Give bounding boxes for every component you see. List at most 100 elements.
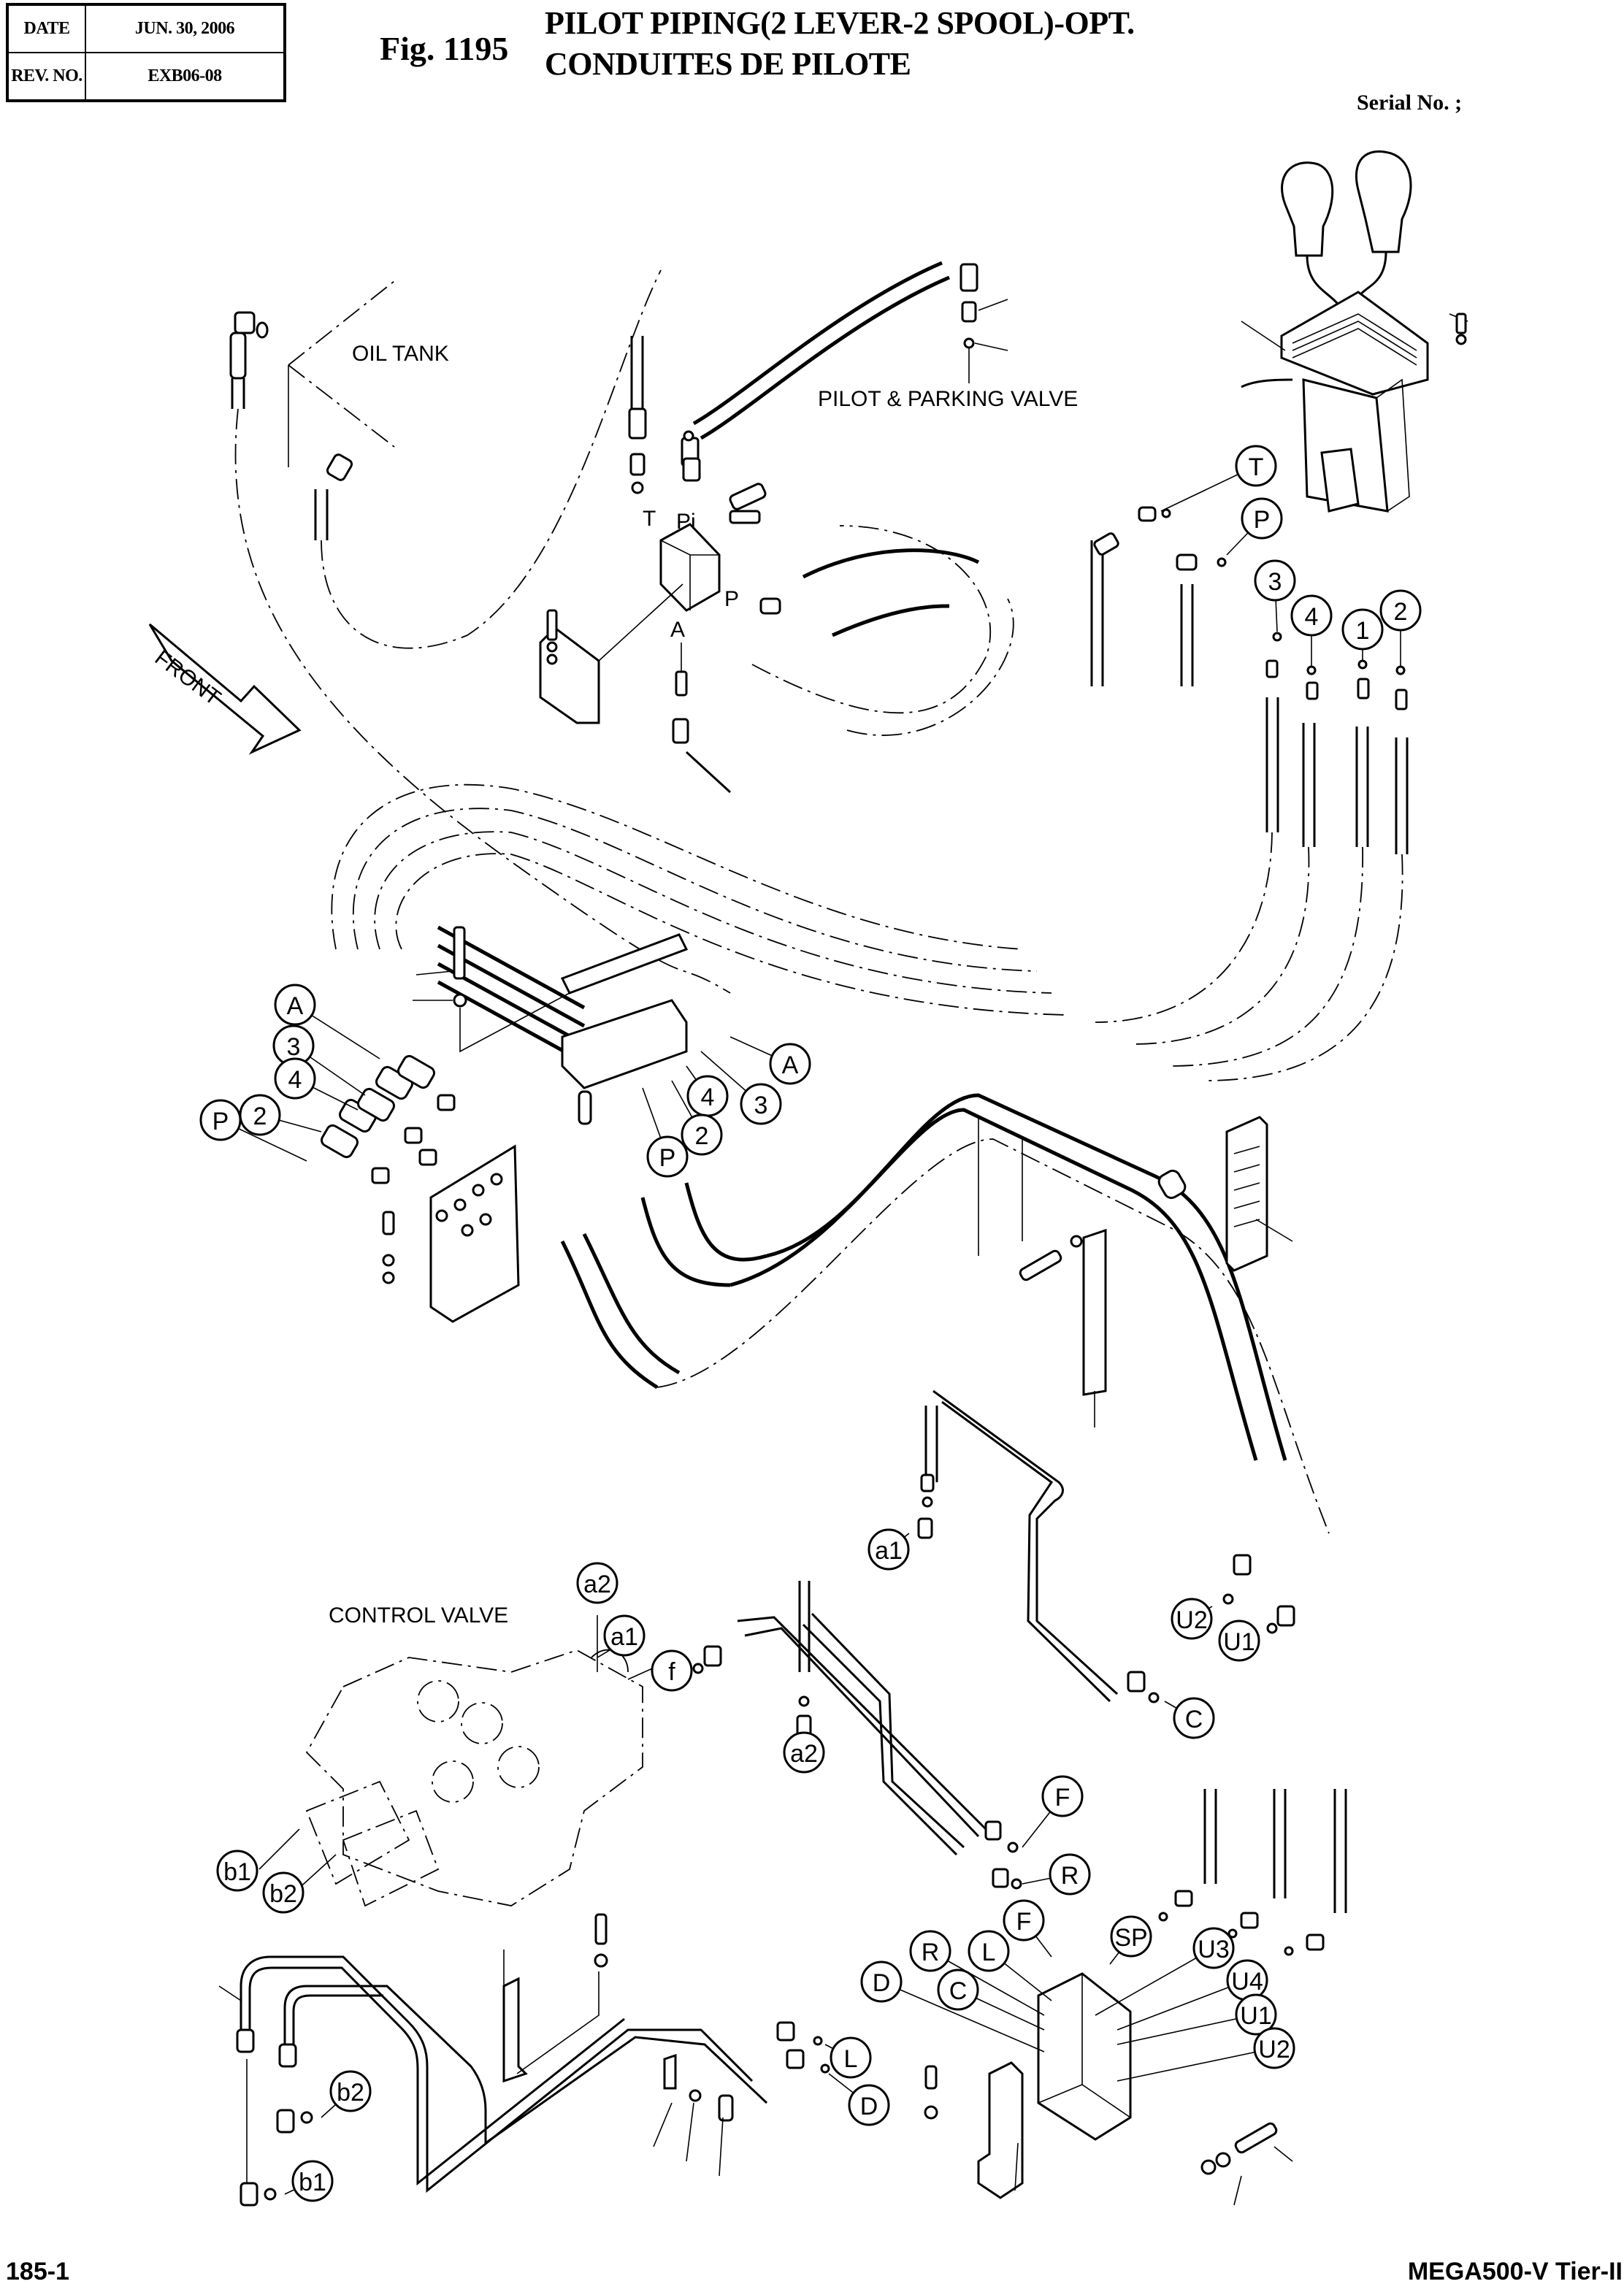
callout-circle xyxy=(291,2160,334,2202)
callout-circle xyxy=(740,1083,782,1125)
callout-b1-cv: b1 xyxy=(216,1850,258,1892)
callout-circle xyxy=(1192,1927,1235,1969)
front-arrow: FRONT xyxy=(148,623,302,755)
support-leaders xyxy=(978,1117,1293,1427)
oil-tank-leader xyxy=(288,280,395,448)
hose-end-fitting xyxy=(672,718,689,744)
adapter-fitting-u1 xyxy=(1276,1605,1295,1627)
callout-pilot-4: 4 xyxy=(1290,594,1333,666)
callout-label: T xyxy=(1249,453,1264,481)
routing-dashed-5 xyxy=(1168,846,1363,1067)
manifold-edges xyxy=(1038,1974,1131,2118)
o-ring-t xyxy=(1161,508,1171,518)
main-hose-run-1 xyxy=(729,1108,1258,1461)
hose-t-line xyxy=(1090,540,1104,686)
bolt xyxy=(924,2065,938,2090)
bulkhead-hole xyxy=(490,1173,503,1186)
revision-table: DATE JUN. 30, 2006 REV. NO. EXB06-08 xyxy=(6,3,286,102)
callout-circle xyxy=(646,1135,689,1178)
bolt xyxy=(382,1211,395,1235)
callout-cv-a2: a2 xyxy=(576,1562,618,1604)
elbow-fitting-b2 xyxy=(276,2109,295,2134)
callout-circle xyxy=(681,1114,723,1156)
boot-ribs xyxy=(1292,313,1417,366)
callout-circle xyxy=(1235,1993,1277,2036)
callout-circle xyxy=(1110,1915,1152,1958)
o-ring-1 xyxy=(1357,659,1368,670)
callout-label: F xyxy=(1016,1908,1032,1936)
control-valve-label: CONTROL VALVE xyxy=(329,1603,508,1628)
hose-port-3 xyxy=(1265,697,1279,832)
pilot-hose-upper xyxy=(692,261,943,426)
callout-lower-b1: b1 xyxy=(284,2160,334,2202)
callout-circle xyxy=(1253,2027,1295,2069)
clamp-leaders xyxy=(413,970,570,1053)
hose-bundle xyxy=(437,925,586,1065)
callout-block-a: A xyxy=(729,1036,811,1085)
callout-circle xyxy=(1241,497,1283,540)
callout-label: 2 xyxy=(695,1122,709,1150)
callout-circle xyxy=(937,1969,979,2011)
callout-label: F xyxy=(1055,1784,1070,1812)
bulkhead-assembly xyxy=(321,1054,1330,1534)
callout-label: P xyxy=(212,1108,229,1135)
callout-circle xyxy=(274,984,316,1026)
bulkhead-hole xyxy=(435,1209,448,1222)
callout-f-mid: F xyxy=(1022,1775,1084,1848)
callout-block-4: 4 xyxy=(686,1065,729,1117)
o-ring-c xyxy=(1148,1692,1160,1703)
hose-p-line-control xyxy=(1180,584,1194,686)
front-arrow-shape xyxy=(148,623,302,755)
spool-cap xyxy=(497,1746,540,1788)
title-english: PILOT PIPING(2 LEVER-2 SPOOL)-OPT. xyxy=(545,5,1135,41)
spool-cap xyxy=(432,1760,474,1803)
hose-a-line xyxy=(685,751,732,794)
callout-b2-cv: b2 xyxy=(262,1871,304,1914)
callout-circle xyxy=(603,1614,646,1657)
hose-port-1 xyxy=(1355,727,1369,847)
tube-b1-to-l xyxy=(240,1955,754,2193)
callout-label: 2 xyxy=(1394,598,1408,626)
bolt-valve xyxy=(729,510,761,524)
manifold-nut xyxy=(1200,2159,1217,2175)
rev-label: REV. NO. xyxy=(7,52,86,101)
hose-port-2 xyxy=(1395,737,1409,854)
callout-circle xyxy=(651,1649,693,1692)
callout-label: 3 xyxy=(754,1092,768,1119)
lever-knob-right xyxy=(1355,150,1412,253)
o-ring-F xyxy=(1007,1841,1019,1853)
callout-leader xyxy=(1116,2014,1257,2045)
callout-circle xyxy=(274,1057,316,1100)
leader-lines xyxy=(968,299,1008,383)
support-bolt xyxy=(1019,1249,1062,1281)
callout-label: U1 xyxy=(1240,2002,1271,2030)
callout-circle xyxy=(329,2070,372,2112)
callout-circle xyxy=(1254,559,1296,602)
callout-label: b1 xyxy=(223,1858,251,1886)
spacer-sleeve xyxy=(1157,1169,1187,1200)
bulkhead-hole xyxy=(453,1198,467,1211)
washer xyxy=(924,2105,938,2120)
callout-u1-top: U1 xyxy=(1218,1620,1260,1662)
callout-u2-top: U2 xyxy=(1171,1598,1213,1640)
callout-label: P xyxy=(1254,506,1271,534)
routing-dashed-2 xyxy=(846,598,1014,736)
callout-label: U3 xyxy=(1198,1936,1229,1963)
nut xyxy=(382,1271,395,1284)
tube-a1-to-c-inner xyxy=(935,1400,1111,1703)
callout-label: 1 xyxy=(1356,617,1370,645)
o-ring-b2 xyxy=(300,2111,313,2124)
callout-label: C xyxy=(1185,1706,1203,1733)
callout-lower-b2: b2 xyxy=(321,2070,372,2118)
adapter-fitting-f xyxy=(703,1645,722,1667)
callout-label: b2 xyxy=(337,2079,364,2107)
callout-leader xyxy=(1116,2047,1275,2082)
wire-harness xyxy=(1241,378,1293,388)
port-label-t: T xyxy=(643,507,656,531)
manifold-group xyxy=(924,1789,1347,2206)
callout-label: U4 xyxy=(1231,1968,1263,1996)
tube-clamp-bracket xyxy=(502,1977,528,2083)
adapter-port-3 xyxy=(1265,659,1279,678)
port-label-p: P xyxy=(724,587,739,611)
